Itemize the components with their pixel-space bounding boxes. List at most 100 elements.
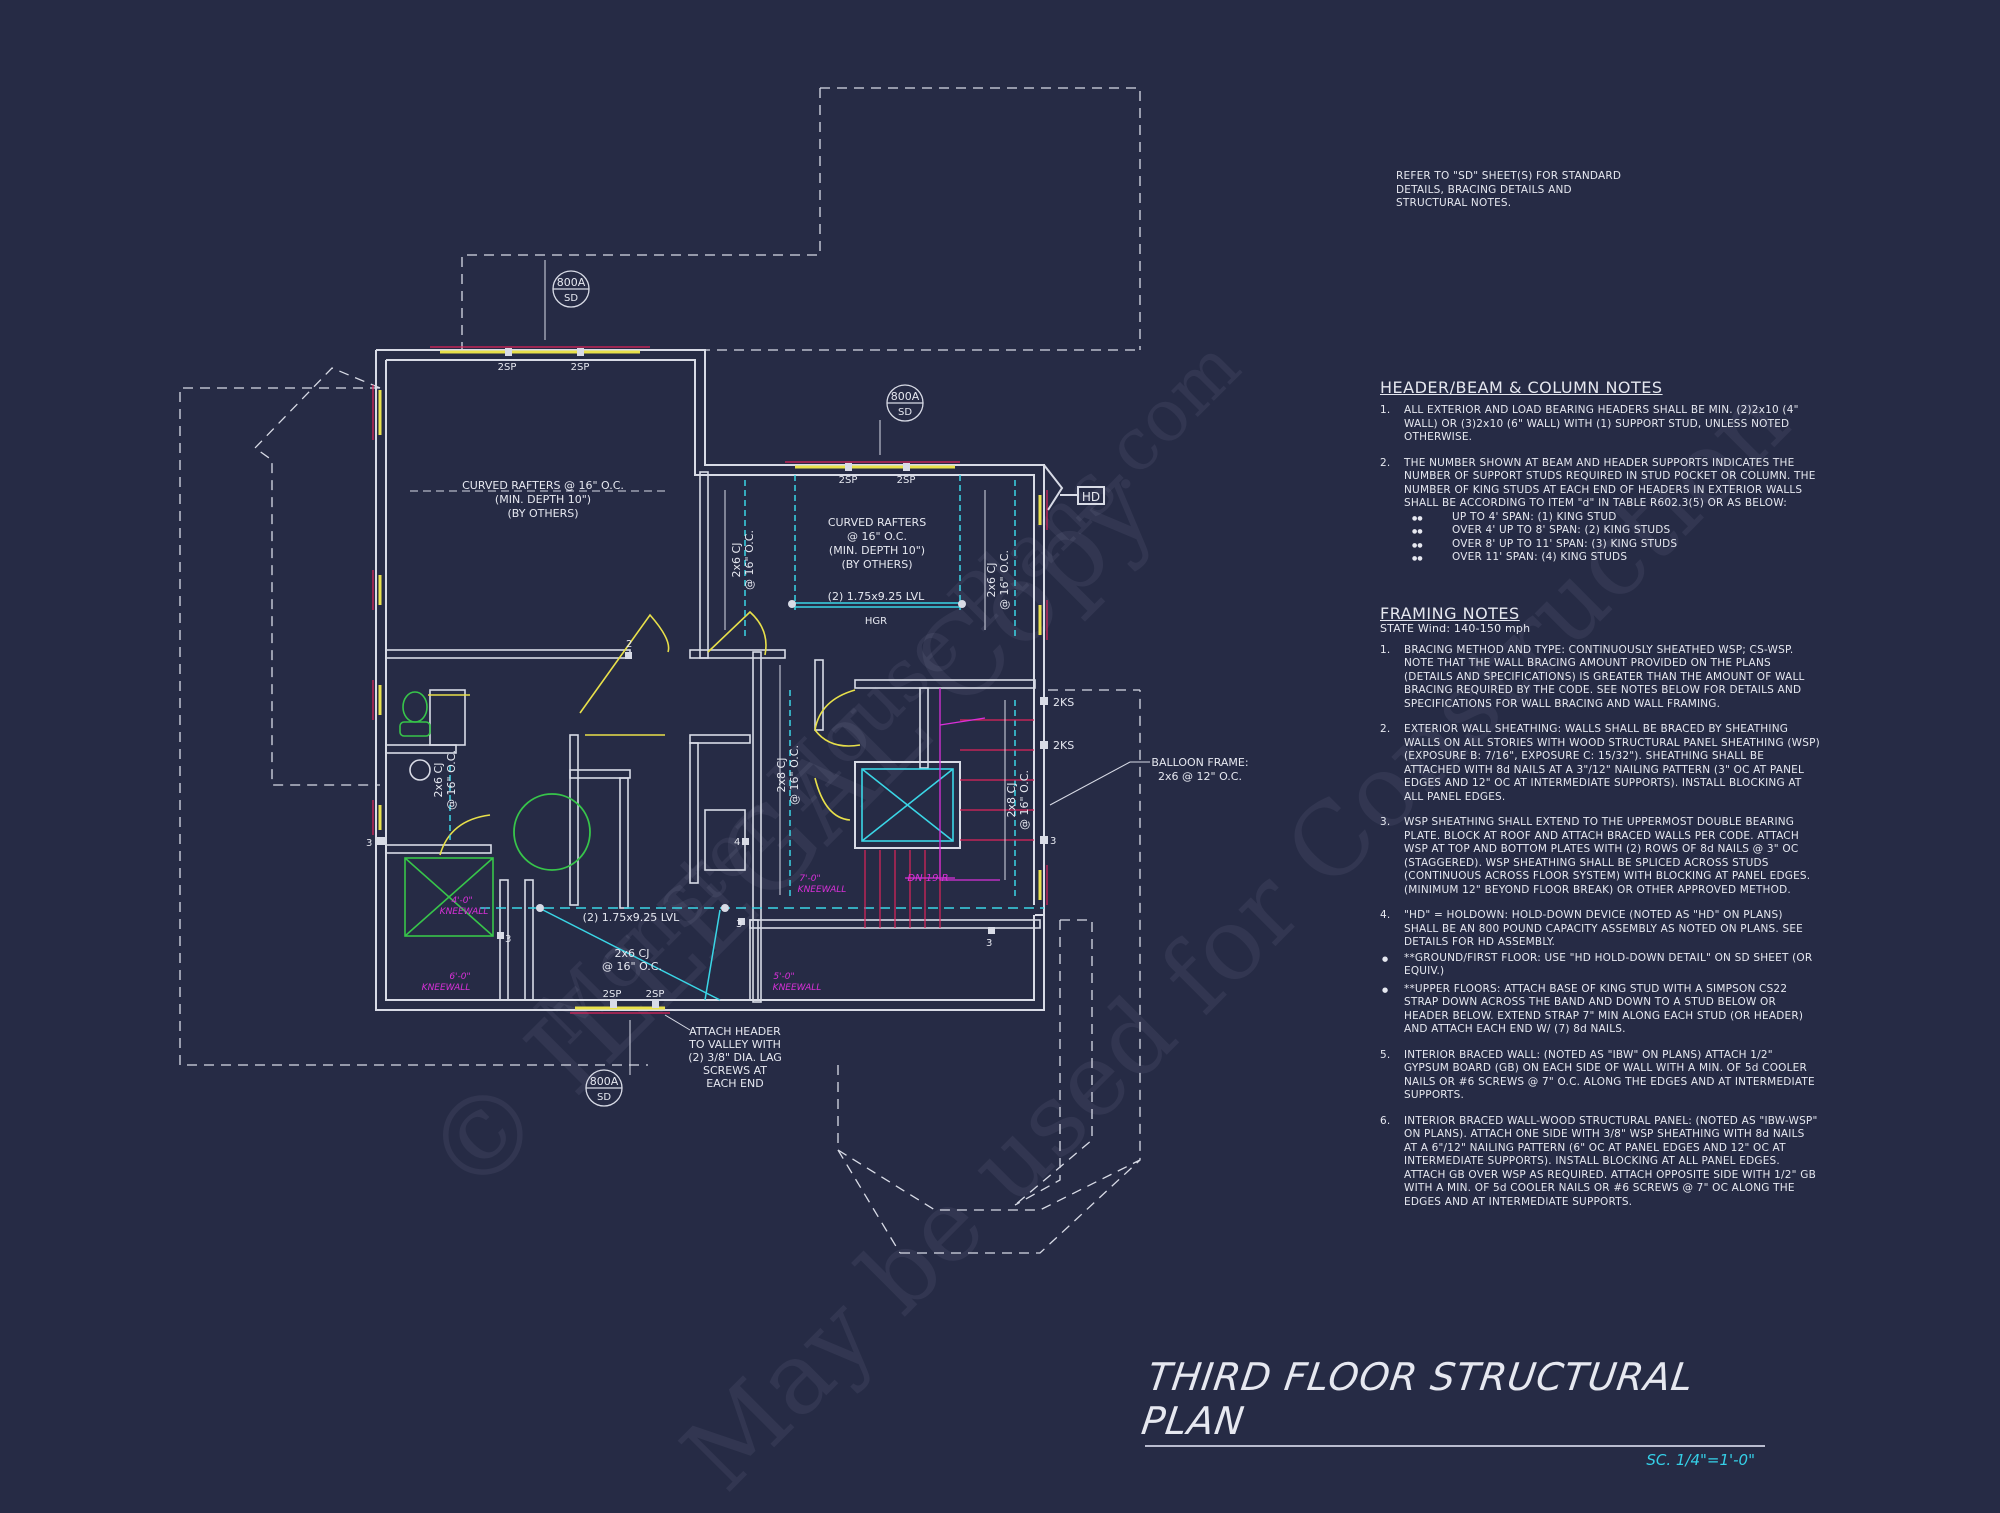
drawing-title-block: THIRD FLOOR STRUCTURAL PLAN SC. 1/4"=1'-… — [1139, 1355, 1765, 1469]
holdown-label: HD — [1082, 490, 1100, 504]
stud-count: 2 — [626, 639, 632, 650]
attach-note: EACH END — [706, 1077, 763, 1090]
callout-tag-top: 800A — [557, 276, 586, 289]
lvl-label: (2) 1.75x9.25 LVL — [828, 590, 926, 603]
list-item: 1.ALL EXTERIOR AND LOAD BEARING HEADERS … — [1380, 404, 1799, 443]
kneewall-height: 5'-0" — [773, 972, 794, 982]
list-item: 6.INTERIOR BRACED WALL-WOOD STRUCTURAL P… — [1380, 1114, 1818, 1208]
chimney-inner — [861, 768, 954, 842]
kneewall-label: KNEEWALL — [440, 907, 489, 917]
callout-sheet-mid: SD — [898, 407, 912, 418]
lvl-label: (2) 1.75x9.25 LVL — [583, 911, 681, 924]
post-markers — [377, 348, 1048, 1008]
king-stud-item: UP TO 4' SPAN: (1) KING STUD — [1404, 511, 1820, 525]
holdown-bullet: **UPPER FLOORS: ATTACH BASE OF KING STUD… — [1380, 983, 1820, 1037]
list-item: 5.INTERIOR BRACED WALL: (NOTED AS "IBW" … — [1380, 1048, 1815, 1102]
beams — [449, 475, 1044, 1001]
cj-label: 2x8 CJ — [775, 758, 788, 793]
chimney-box — [854, 761, 961, 849]
rafters-note: (MIN. DEPTH 10") — [495, 493, 591, 506]
rafters-note: CURVED RAFTERS @ 16" O.C. — [462, 479, 624, 492]
stud-count: 4 — [734, 837, 740, 848]
cj-spacing: @ 16" O.C. — [602, 960, 662, 973]
balloon-note: 2x6 @ 12" O.C. — [1158, 770, 1242, 783]
header-notes-title: HEADER/BEAM & COLUMN NOTES — [1380, 377, 1663, 397]
stair-down-label: DN 19 R — [907, 873, 948, 884]
kneewall-height: 7'-0" — [799, 874, 820, 884]
stud-count: 3 — [505, 934, 511, 945]
balloon-note: BALLOON FRAME: — [1151, 756, 1248, 769]
framing-notes-list: 1.BRACING METHOD AND TYPE: CONTINUOUSLY … — [1380, 644, 1820, 1210]
detail-callouts — [552, 270, 924, 1107]
list-item: 1.BRACING METHOD AND TYPE: CONTINUOUSLY … — [1380, 643, 1805, 710]
cj-label: 2x6 CJ — [432, 763, 445, 798]
kneewall-label: KNEEWALL — [422, 983, 471, 993]
holdown-bullet: **GROUND/FIRST FLOOR: USE "HD HOLD-DOWN … — [1380, 952, 1820, 979]
attach-note: TO VALLEY WITH — [688, 1038, 781, 1051]
stair — [864, 719, 1034, 928]
header-notes-list: 1.ALL EXTERIOR AND LOAD BEARING HEADERS … — [1380, 404, 1820, 565]
round-tub — [513, 793, 591, 871]
king-stud-label: 2KS — [1053, 696, 1074, 709]
stud-count: 3 — [736, 919, 742, 930]
roof-outline — [179, 87, 1141, 1254]
post-label: 2SP — [646, 989, 665, 1000]
cj-spacing: @ 16" O.C. — [743, 530, 756, 590]
door-swings — [428, 610, 861, 856]
hanger-label: HGR — [865, 616, 887, 627]
drawing-title: THIRD FLOOR STRUCTURAL PLAN — [1138, 1355, 1697, 1443]
post-label: 2SP — [839, 475, 858, 486]
list-item: 2.EXTERIOR WALL SHEATHING: WALLS SHALL B… — [1380, 723, 1820, 803]
drawing-scale: SC. 1/4"=1'-0" — [1646, 1451, 1755, 1469]
stud-count: 3 — [366, 838, 372, 849]
list-item: 4."HD" = HOLDOWN: HOLD-DOWN DEVICE (NOTE… — [1380, 909, 1820, 1037]
reference-note: REFER TO "SD" SHEET(S) FOR STANDARD DETA… — [1396, 170, 1622, 209]
king-stud-item: OVER 4' UP TO 8' SPAN: (2) KING STUDS — [1404, 524, 1820, 538]
cj-label: 2x6 CJ — [615, 947, 650, 960]
attach-note: ATTACH HEADER — [689, 1025, 781, 1038]
cj-label: 2x6 CJ — [730, 543, 743, 578]
notes-panel: REFER TO "SD" SHEET(S) FOR STANDARD DETA… — [1380, 170, 1820, 1221]
title-underline — [1145, 1445, 1765, 1447]
bracing-marks — [372, 346, 1048, 1014]
callout-sheet-top: SD — [564, 293, 578, 304]
post-label: 2SP — [897, 475, 916, 486]
callout-tag-bottom: 800A — [590, 1075, 619, 1088]
framing-notes-title: FRAMING NOTES — [1380, 603, 1520, 623]
cj-spacing: @ 16" O.C. — [1018, 770, 1031, 830]
kneewall-height: 4'-0" — [451, 896, 472, 906]
attach-note: SCREWS AT — [703, 1064, 767, 1077]
rafters-note-2: CURVED RAFTERS — [828, 516, 926, 529]
callout-sheet-bottom: SD — [597, 1092, 611, 1103]
king-stud-item: OVER 8' UP TO 11' SPAN: (3) KING STUDS — [1404, 538, 1820, 552]
rafters-note-2: @ 16" O.C. — [847, 530, 907, 543]
toilet — [402, 691, 428, 723]
post-label: 2SP — [571, 362, 590, 373]
interior-walls — [385, 471, 1041, 1003]
post-label: 2SP — [498, 362, 517, 373]
kneewall-label: KNEEWALL — [798, 885, 847, 895]
exterior-walls — [375, 349, 1105, 1011]
cj-spacing: @ 16" O.C. — [998, 550, 1011, 610]
kneewall-height: 6'-0" — [449, 972, 470, 982]
stud-count: 3 — [986, 938, 992, 949]
king-stud-label: 2KS — [1053, 739, 1074, 752]
list-item: 3.WSP SHEATHING SHALL EXTEND TO THE UPPE… — [1380, 816, 1811, 896]
post-label: 2SP — [603, 989, 622, 1000]
cj-label: 2x8 CJ — [1005, 783, 1018, 818]
stud-count: 3 — [1050, 836, 1056, 847]
attach-note: (2) 3/8" DIA. LAG — [688, 1051, 782, 1064]
king-stud-item: OVER 11' SPAN: (4) KING STUDS — [1404, 551, 1820, 565]
cj-spacing: @ 16" O.C. — [788, 745, 801, 805]
cj-label: 2x6 CJ — [985, 563, 998, 598]
kneewall-label: KNEEWALL — [773, 983, 822, 993]
cj-spacing: @ 16" O.C. — [445, 750, 458, 810]
rafters-note-2: (MIN. DEPTH 10") — [829, 544, 925, 557]
shower — [404, 857, 494, 937]
rafters-note: (BY OTHERS) — [508, 507, 579, 520]
wind-speed-note: STATE Wind: 140-150 mph — [1380, 622, 1531, 635]
dimension-lines — [410, 260, 1150, 1075]
list-item: 2.THE NUMBER SHOWN AT BEAM AND HEADER SU… — [1380, 457, 1820, 565]
rafters-note-2: (BY OTHERS) — [842, 558, 913, 571]
